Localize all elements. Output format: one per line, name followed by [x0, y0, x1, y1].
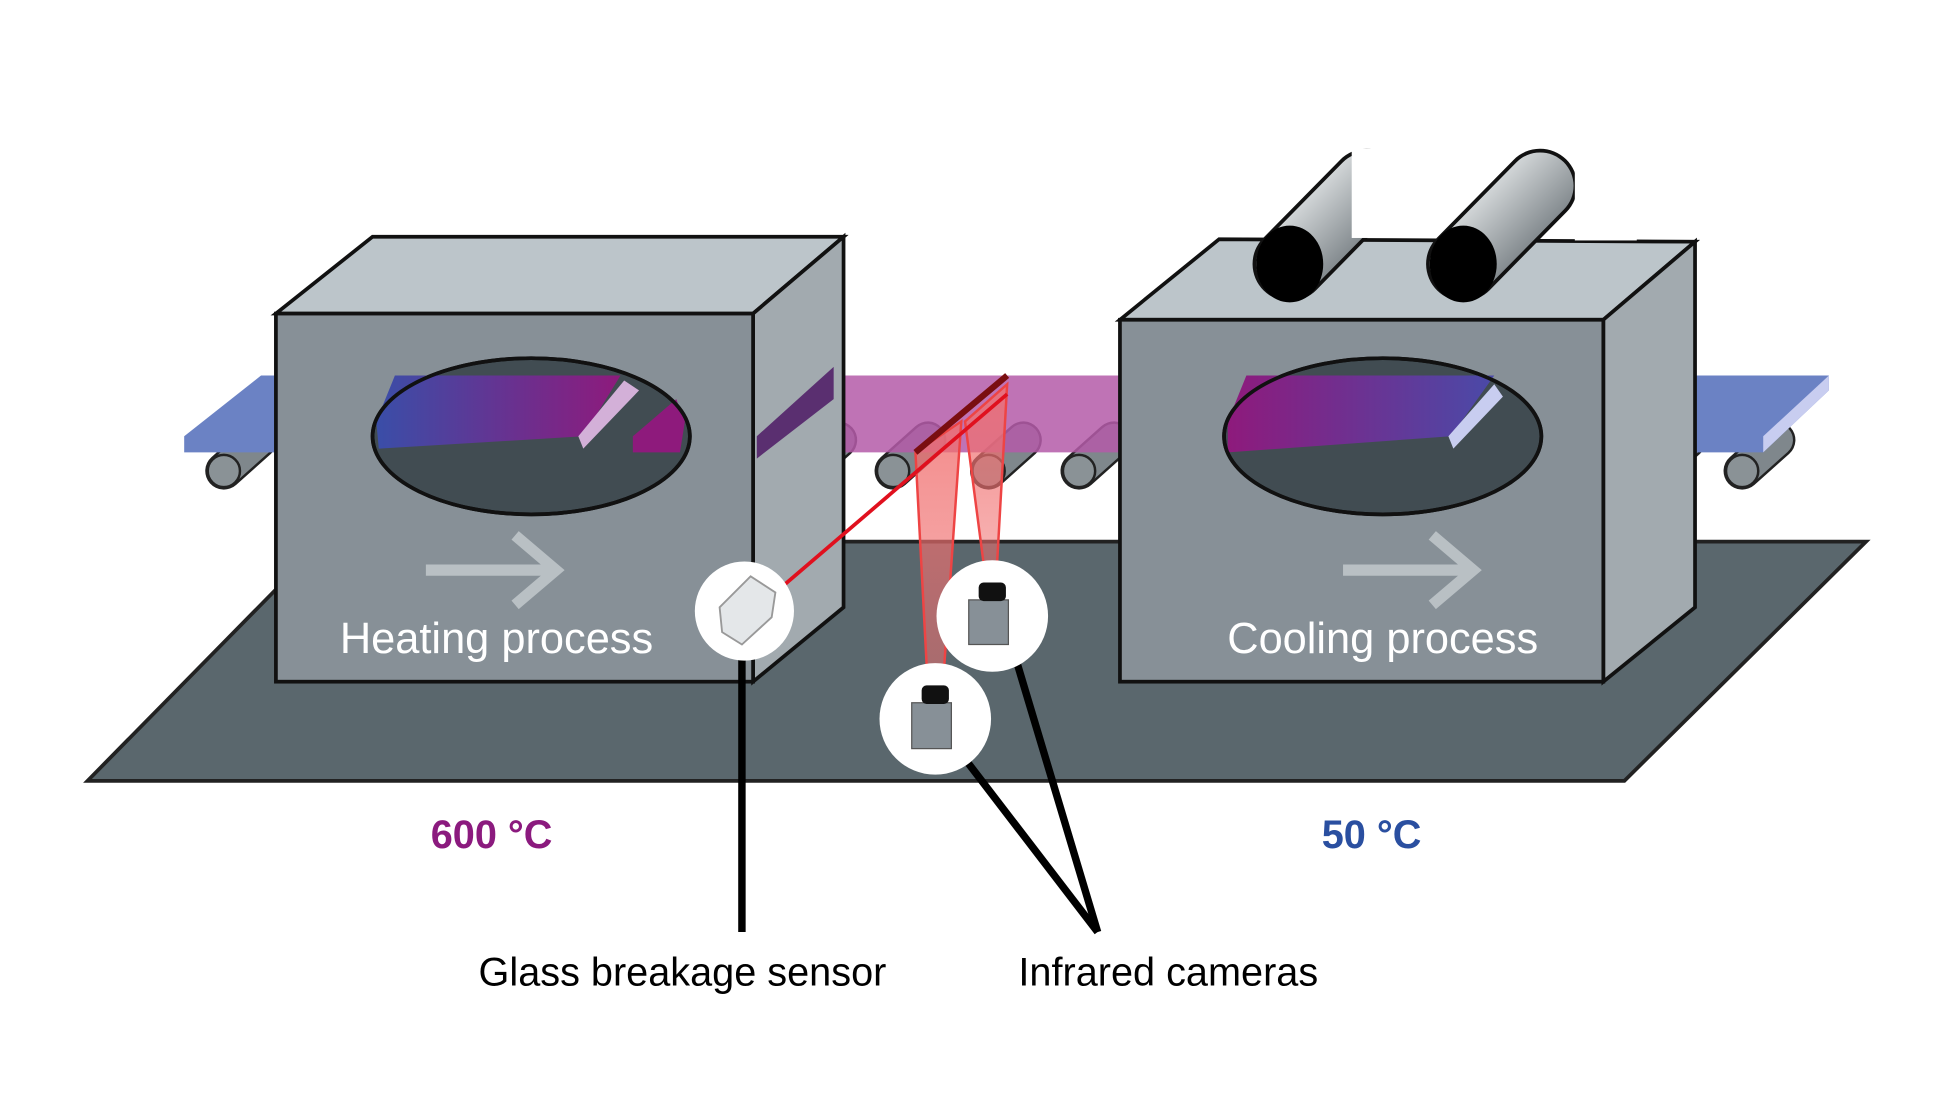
glass-pane-between — [756, 375, 1120, 453]
heating-process-label: Heating process — [340, 615, 653, 663]
roller-end — [1061, 453, 1097, 489]
glass-breakage-sensor-icon — [694, 561, 794, 661]
roller-end — [875, 453, 911, 489]
glass-pane-entry — [184, 375, 276, 453]
cooling-temperature: 50 °C — [1322, 813, 1422, 857]
cameras-label: Infrared cameras — [1018, 950, 1318, 994]
cooling-air-pipes — [1252, 148, 1637, 303]
cooling-chamber — [1114, 237, 1701, 686]
infrared-camera-icon — [936, 560, 1049, 672]
heating-furnace — [270, 232, 849, 686]
cooling-process-label: Cooling process — [1227, 615, 1538, 663]
direction-arrow-icon — [1343, 531, 1482, 610]
roller-end — [1724, 453, 1760, 489]
laser-beam — [774, 392, 1009, 594]
heating-temperature: 600 °C — [431, 813, 553, 857]
leader-lines — [738, 656, 1102, 935]
roller-end — [206, 453, 242, 489]
sensor-label: Glass breakage sensor — [479, 950, 887, 994]
direction-arrow-icon — [425, 531, 565, 610]
broken-glass-edge — [913, 373, 1010, 455]
infrared-camera-icon — [879, 663, 992, 775]
